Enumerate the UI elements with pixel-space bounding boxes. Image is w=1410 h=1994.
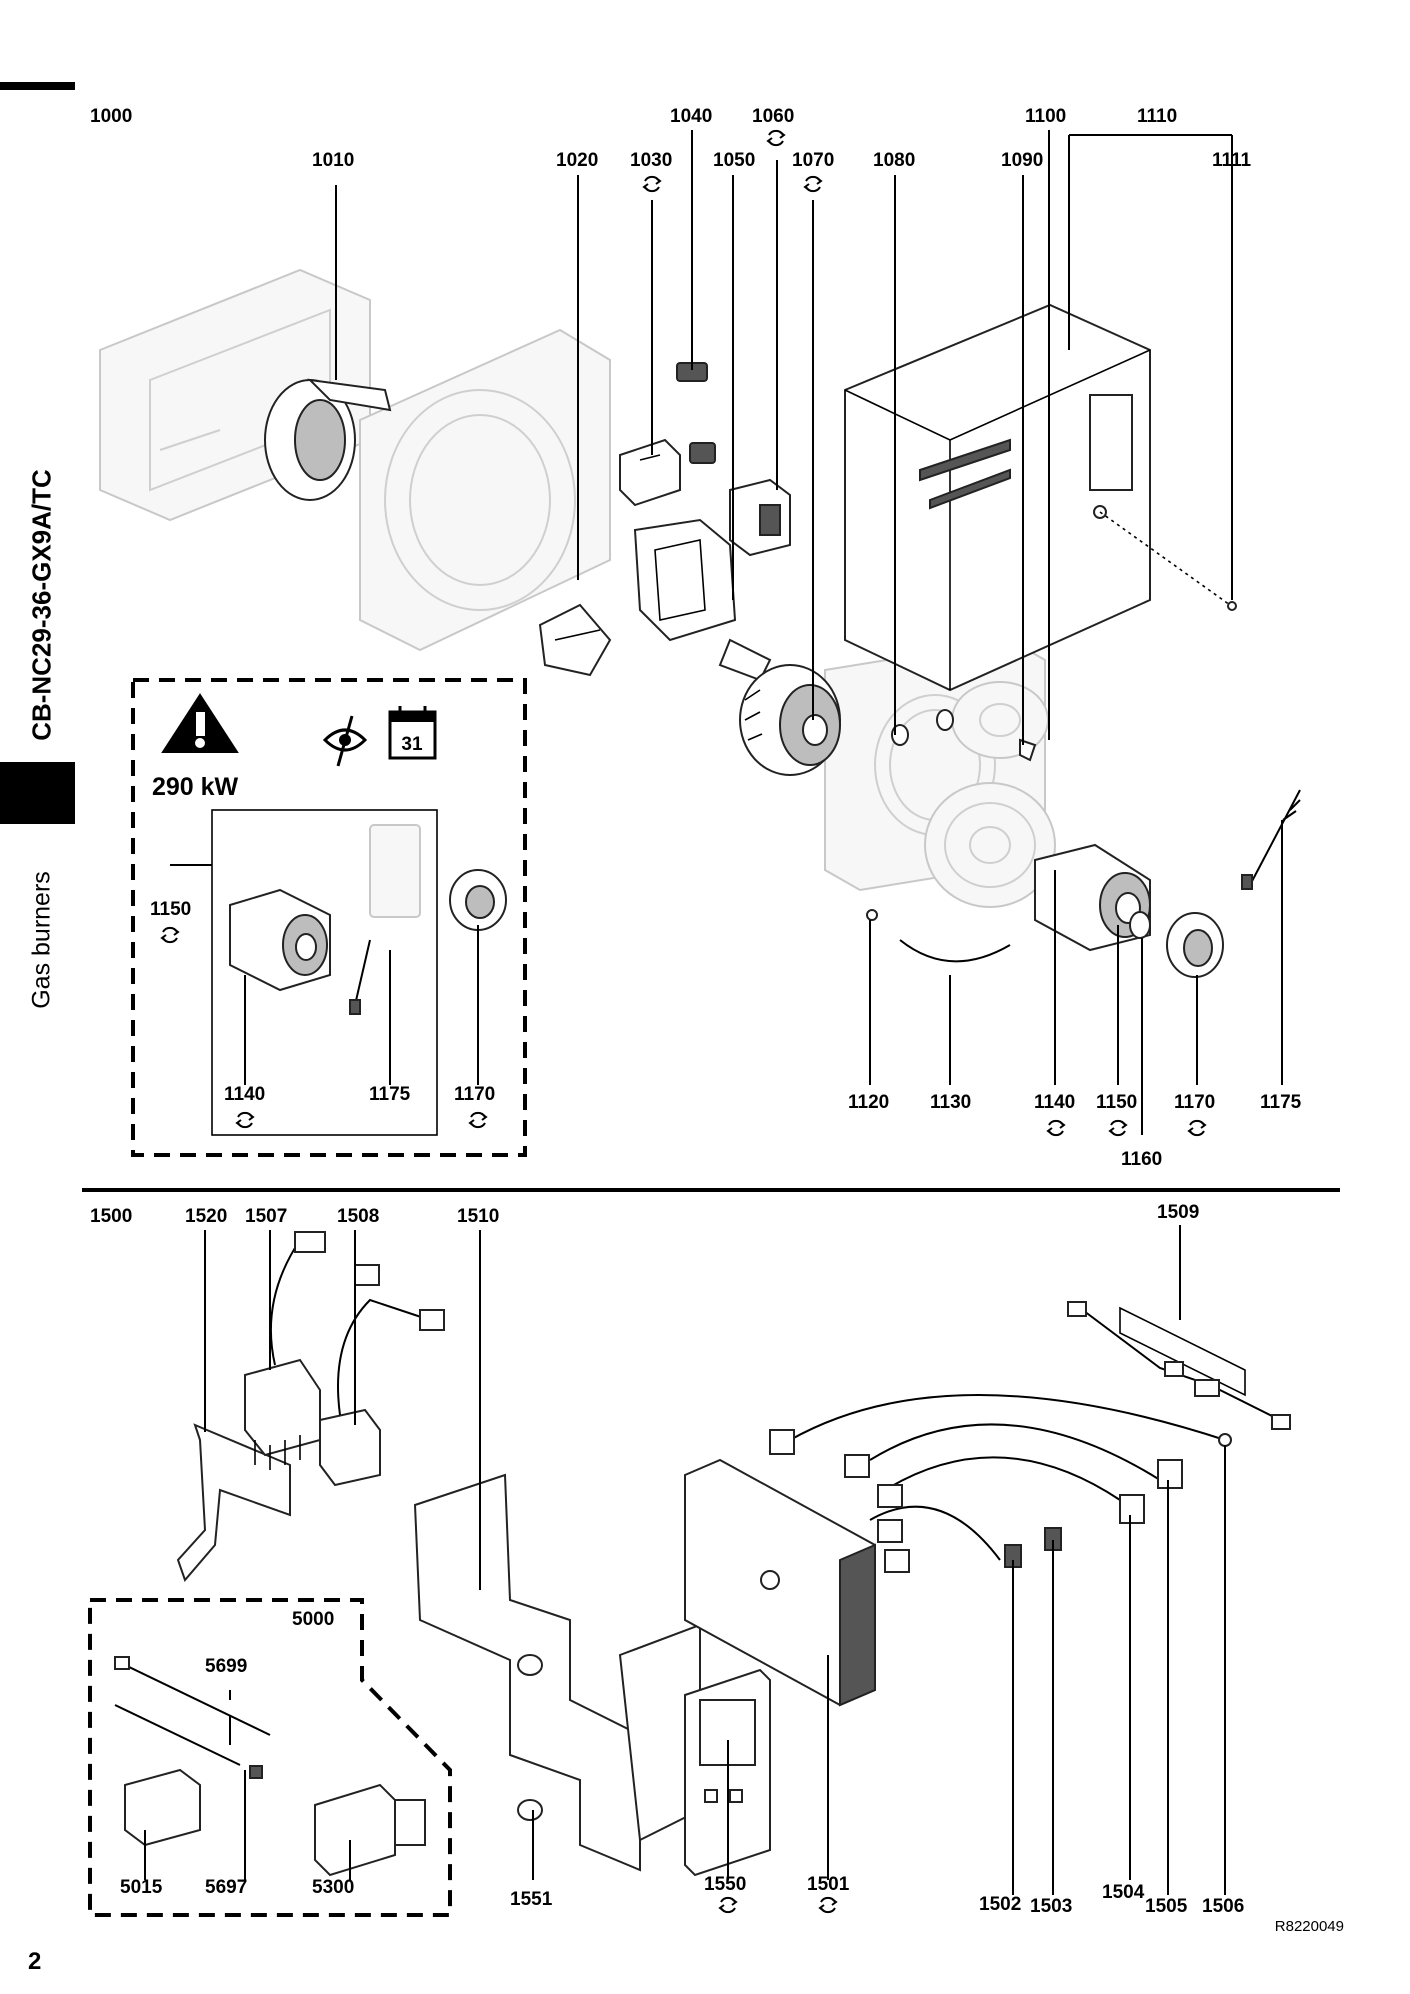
label-1010: 1010: [312, 150, 354, 171]
label-1510: 1510: [457, 1206, 499, 1227]
part-1120-electrode-tip: [866, 909, 878, 921]
label-1120: 1120: [848, 1092, 889, 1113]
label-1520: 1520: [185, 1206, 227, 1227]
part-1509-cable-set: [1067, 1301, 1291, 1430]
label-5015: 5015: [120, 1877, 163, 1898]
label-1175: 1175: [1260, 1092, 1302, 1113]
label-1506: 1506: [1202, 1896, 1244, 1917]
kit-label-1140: 1140: [224, 1084, 265, 1105]
part-1050-control-box-base: [633, 518, 772, 682]
label-1020: 1020: [556, 150, 598, 171]
part-1030-transformer: [619, 438, 681, 507]
kit-part-5699-cable: [114, 1656, 271, 1736]
part-1130-hose: [899, 939, 1011, 963]
label-1500: 1500: [90, 1206, 132, 1227]
label-1150: 1150: [1096, 1092, 1137, 1113]
label-1140: 1140: [1034, 1092, 1075, 1113]
part-1508-plug-connector: [319, 1264, 445, 1487]
part-1175-sensor-cable: [1241, 789, 1301, 890]
label-5699: 5699: [205, 1656, 247, 1677]
kit-part-1140-motor: [229, 888, 331, 992]
kit-label-1150: 1150: [150, 899, 191, 920]
kit-label-1170: 1170: [454, 1084, 495, 1105]
label-1502: 1502: [979, 1894, 1021, 1915]
part-1501-control-unit: [684, 1458, 876, 1707]
calendar-icon: 31: [388, 706, 437, 760]
part-1507-relay-connector: [244, 1231, 326, 1470]
label-1550: 1550: [704, 1874, 746, 1895]
kit-part-5697-cable: [114, 1704, 263, 1779]
calendar-day: 31: [401, 734, 423, 755]
part-1060-air-pressure-switch: [729, 478, 791, 557]
part-1020-air-flap: [538, 603, 612, 677]
label-1090: 1090: [1001, 150, 1043, 171]
upper-leader-lines: [170, 130, 1283, 1135]
power-rating: 290 kW: [152, 773, 239, 801]
part-1040-terminal-block: [676, 362, 716, 464]
part-1170-servomotor: [1166, 912, 1224, 978]
visual-inspection-icon: [322, 715, 368, 767]
ghost-motor-flange: [924, 782, 1056, 908]
ghost-air-box-frame: [359, 328, 611, 652]
part-1150-capacitor: [1129, 911, 1151, 939]
label-1111: 1111: [1212, 150, 1252, 171]
label-1080: 1080: [873, 150, 915, 171]
kit-label-1175: 1175: [369, 1084, 411, 1105]
label-1100: 1100: [1025, 106, 1066, 127]
label-1050: 1050: [713, 150, 755, 171]
part-1100-cover: [844, 303, 1151, 692]
label-1160: 1160: [1121, 1149, 1162, 1170]
maintenance-inner-frame: [211, 809, 438, 1136]
label-1504: 1504: [1102, 1882, 1145, 1903]
kit-5000-box: [88, 1598, 452, 1917]
part-1520-mounting-bracket: [176, 1423, 291, 1582]
part-1551-clips: [517, 1654, 543, 1821]
part-1010-air-damper: [264, 378, 392, 501]
kit-part-5300-unit: [314, 1783, 426, 1877]
label-1110: 1110: [1137, 106, 1177, 127]
label-1070: 1070: [792, 150, 834, 171]
label-1501: 1501: [807, 1874, 850, 1895]
label-1030: 1030: [630, 150, 672, 171]
maintenance-kit-box: [131, 678, 527, 1157]
label-5697: 5697: [205, 1877, 247, 1898]
part-1505-socket: [1157, 1459, 1183, 1489]
label-1130: 1130: [930, 1092, 971, 1113]
part-1504-socket: [1119, 1494, 1145, 1524]
kit-part-1175-sensor: [349, 939, 371, 1015]
drawing-reference-code: R8220049: [1274, 1918, 1344, 1935]
part-cable-harness: [769, 1394, 1226, 1573]
label-1505: 1505: [1145, 1896, 1188, 1917]
rotation-spare-icon-lower: [719, 1896, 837, 1914]
lower-leader-lines: [144, 1225, 1226, 1895]
part-1510-mounting-plate: [413, 1473, 701, 1872]
page-number: 2: [28, 1948, 42, 1975]
sidebar-black-block: [0, 762, 75, 824]
label-1170: 1170: [1174, 1092, 1215, 1113]
label-5000: 5000: [292, 1609, 334, 1630]
label-1040: 1040: [670, 106, 712, 127]
part-1506-sensor: [1218, 1433, 1232, 1447]
kit-part-1170-servomotor: [449, 869, 507, 931]
part-1111-cover-screw: [1099, 511, 1237, 611]
warning-triangle-icon: [161, 693, 239, 753]
label-1551: 1551: [510, 1889, 553, 1910]
label-1503: 1503: [1030, 1896, 1072, 1917]
kit-part-5015-module: [124, 1768, 201, 1847]
label-1060: 1060: [752, 106, 794, 127]
part-1070-fan-wheel: [739, 664, 841, 776]
label-1507: 1507: [245, 1206, 287, 1227]
label-1509: 1509: [1157, 1202, 1199, 1223]
label-1000: 1000: [90, 106, 132, 127]
ghost-bracket-in-kit: [369, 824, 421, 918]
label-1508: 1508: [337, 1206, 379, 1227]
label-5300: 5300: [312, 1877, 354, 1898]
sidebar-top-bar: [0, 82, 75, 90]
